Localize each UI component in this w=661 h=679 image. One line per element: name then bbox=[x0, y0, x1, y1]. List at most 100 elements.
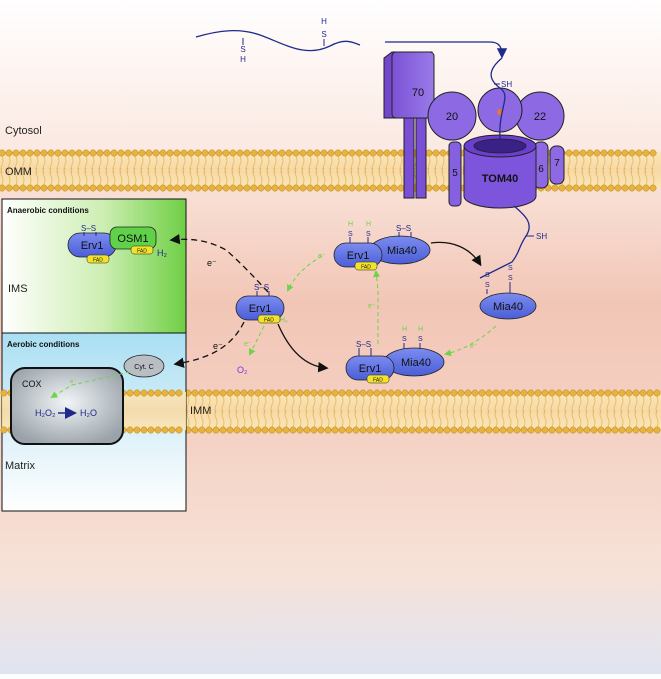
omm-lipid-head bbox=[278, 184, 286, 192]
imm-lipid-head bbox=[632, 426, 640, 434]
osm1-h2: H₂ bbox=[157, 248, 167, 258]
tom20-label: 20 bbox=[446, 111, 458, 123]
imm-lipid-head bbox=[436, 389, 444, 397]
disulfide-erv1-bottom: S–S bbox=[356, 340, 371, 349]
imm-lipid-head bbox=[303, 389, 311, 397]
omm-lipid-head bbox=[166, 184, 174, 192]
imm-lipid-head bbox=[289, 389, 297, 397]
imm-lipid-head bbox=[646, 426, 654, 434]
electron-cox: e⁻ bbox=[70, 379, 77, 385]
h-erv1-top-1: H bbox=[348, 221, 353, 228]
imm-lipid-head bbox=[611, 389, 619, 397]
imm-lipid-head bbox=[590, 426, 598, 434]
omm-lipid-head bbox=[82, 184, 90, 192]
omm-lipid-head bbox=[425, 149, 433, 157]
omm-lipid-head bbox=[313, 184, 321, 192]
imm-lipid-head bbox=[331, 389, 339, 397]
imm-lipid-head bbox=[352, 389, 360, 397]
mia40-right: Mia40 S S S S bbox=[479, 265, 537, 320]
omm-lipid-head bbox=[180, 184, 188, 192]
imm-lipid-head bbox=[534, 426, 542, 434]
imm-lipid-head bbox=[219, 389, 227, 397]
tom70-label: 70 bbox=[412, 87, 424, 99]
h-erv1-top-2: H bbox=[366, 221, 371, 228]
omm-lipid-head bbox=[187, 149, 195, 157]
omm-lipid-head bbox=[68, 149, 76, 157]
imm-lipid-head bbox=[653, 389, 661, 397]
mia40-bottom-label: Mia40 bbox=[401, 357, 431, 369]
imm-lipid-head bbox=[261, 389, 269, 397]
omm-lipid-head bbox=[12, 149, 20, 157]
imm-lipid-head bbox=[597, 426, 605, 434]
imm-lipid-head bbox=[247, 389, 255, 397]
omm-lipid-head bbox=[439, 149, 447, 157]
disulfide-mia40-top: S–S bbox=[396, 224, 411, 233]
omm-lipid-head bbox=[642, 184, 650, 192]
omm-lipid-head bbox=[229, 149, 237, 157]
imm-lipid-head bbox=[632, 389, 640, 397]
omm-lipid-head bbox=[635, 149, 643, 157]
omm-lipid-head bbox=[236, 184, 244, 192]
omm-lipid-head bbox=[236, 149, 244, 157]
omm-lipid-head bbox=[649, 184, 657, 192]
imm-lipid-head bbox=[0, 389, 8, 397]
omm-lipid-head bbox=[320, 184, 328, 192]
imm-lipid-head bbox=[126, 426, 134, 434]
omm-lipid-head bbox=[5, 149, 13, 157]
imm-lipid-head bbox=[317, 389, 325, 397]
omm-lipid-head bbox=[432, 149, 440, 157]
omm-lipid-head bbox=[362, 149, 370, 157]
imm-lipid-head bbox=[324, 426, 332, 434]
imm-lipid-head bbox=[198, 426, 206, 434]
omm-lipid-head bbox=[327, 184, 335, 192]
imm-lipid-head bbox=[380, 389, 388, 397]
omm-lipid-head bbox=[586, 184, 594, 192]
omm-lipid-head bbox=[320, 149, 328, 157]
imm-lipid-head bbox=[464, 389, 472, 397]
tom20 bbox=[427, 91, 477, 141]
imm-lipid-head bbox=[499, 426, 507, 434]
omm-lipid-head bbox=[369, 149, 377, 157]
omm-lipid-head bbox=[5, 184, 13, 192]
omm-lipid-head bbox=[334, 149, 342, 157]
tom7 bbox=[549, 145, 565, 185]
imm-lipid-head bbox=[527, 426, 535, 434]
imm-lipid-head bbox=[161, 389, 169, 397]
omm-lipid-head bbox=[362, 184, 370, 192]
omm-lipid-head bbox=[222, 149, 230, 157]
imm-lipid-head bbox=[387, 389, 395, 397]
omm-lipid-head bbox=[159, 184, 167, 192]
imm-lipid-head bbox=[541, 389, 549, 397]
omm-lipid-head bbox=[600, 184, 608, 192]
omm-lipid-head bbox=[201, 184, 209, 192]
imm-lipid-head bbox=[576, 426, 584, 434]
thiol-bottom-s: S bbox=[240, 45, 245, 54]
imm-lipid-head bbox=[254, 389, 262, 397]
s-mia40-right-1: S bbox=[485, 272, 490, 279]
omm-lipid-head bbox=[61, 184, 69, 192]
erv1-mia40-complex-bottom: Mia40 Erv1 FAD S–S H H S S bbox=[345, 326, 445, 384]
imm-lipid-head bbox=[191, 389, 199, 397]
omm-lipid-head bbox=[621, 184, 629, 192]
s-erv1-top-1: S bbox=[348, 231, 353, 238]
omm-lipid-head bbox=[33, 149, 41, 157]
imm-lipid-head bbox=[485, 426, 493, 434]
electron-green-1: e⁻ bbox=[318, 253, 326, 260]
imm-lipid-head bbox=[359, 389, 367, 397]
sh-top: SH bbox=[501, 80, 512, 89]
imm-lipid-head bbox=[457, 389, 465, 397]
tom5 bbox=[448, 141, 462, 207]
omm-lipid-head bbox=[131, 149, 139, 157]
imm-lipid-head bbox=[168, 426, 176, 434]
imm-lipid-head bbox=[597, 389, 605, 397]
omm-lipid-head bbox=[110, 149, 118, 157]
fad-erv1-top: FAD bbox=[361, 265, 371, 271]
cytochrome-c bbox=[123, 354, 165, 378]
imm-lipid-head bbox=[324, 389, 332, 397]
fad-anaerobic-erv1: FAD bbox=[93, 258, 103, 264]
omm-lipid-head bbox=[565, 149, 573, 157]
omm-lipid-head bbox=[628, 184, 636, 192]
imm-lipid-head bbox=[373, 426, 381, 434]
imm-lipid-head bbox=[443, 389, 451, 397]
